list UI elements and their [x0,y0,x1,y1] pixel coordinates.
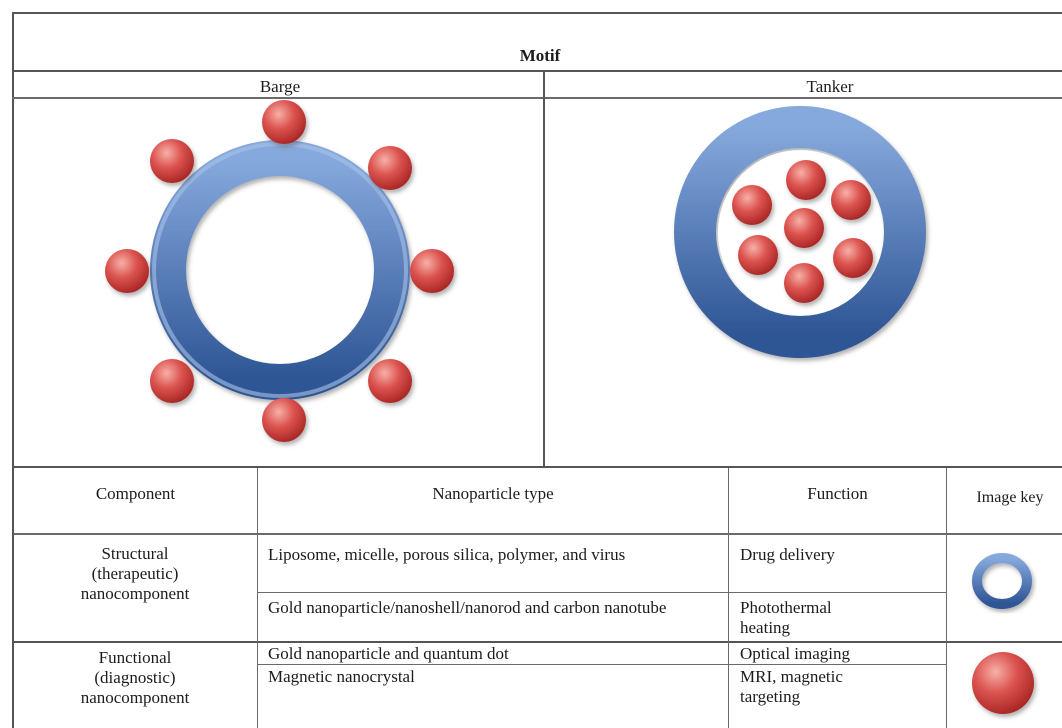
header-function: Function [729,484,946,504]
function-cell: Optical imaging [740,644,930,664]
table-left-border [12,466,14,728]
barge-sphere [150,359,194,403]
barge-sphere [368,146,412,190]
table-header-divider [12,533,1062,535]
tanker-sphere [738,235,778,275]
header-image-key: Image key [960,486,1060,510]
red-sphere-icon [966,646,1042,722]
function-cell: MRI, magnetic targeting [740,667,880,707]
type-cell: Gold nanoparticle/nanoshell/nanorod and … [268,598,688,618]
header-nanoparticle-type: Nanoparticle type [258,484,728,504]
tanker-sphere [831,180,871,220]
barge-sphere [410,249,454,293]
component-structural: Structural (therapeutic) nanocomponent [70,544,200,604]
table-group-divider [12,641,1062,643]
barge-sphere [150,139,194,183]
table-top-border [12,466,1062,468]
tanker-diagram [695,127,905,337]
component-functional: Functional (diagnostic) nanocomponent [60,648,210,708]
type-cell: Magnetic nanocrystal [268,667,708,687]
tanker-sphere [784,263,824,303]
barge-diagram [105,100,454,442]
type-cell: Gold nanoparticle and quantum dot [268,644,708,664]
tanker-sphere [732,185,772,225]
table-col-divider-3 [946,468,947,728]
motif-illustrations [0,0,1062,470]
type-cell: Liposome, micelle, porous silica, polyme… [268,545,708,565]
tanker-sphere [833,238,873,278]
function-cell: Drug delivery [740,545,930,565]
table-col-divider-1 [257,468,258,728]
function-cell: Photothermal heating [740,598,860,638]
barge-sphere [262,100,306,144]
tanker-sphere [786,160,826,200]
table-col-divider-2 [728,468,729,728]
barge-sphere [105,249,149,293]
barge-sphere [368,359,412,403]
barge-ring-highlight [154,144,406,396]
header-component: Component [14,484,257,504]
barge-sphere [262,398,306,442]
tanker-sphere [784,208,824,248]
blue-ring-icon [968,550,1038,614]
table-subrow-divider-2 [257,664,947,665]
barge-carrier-ring [168,158,392,382]
table-subrow-divider-1 [257,592,947,593]
